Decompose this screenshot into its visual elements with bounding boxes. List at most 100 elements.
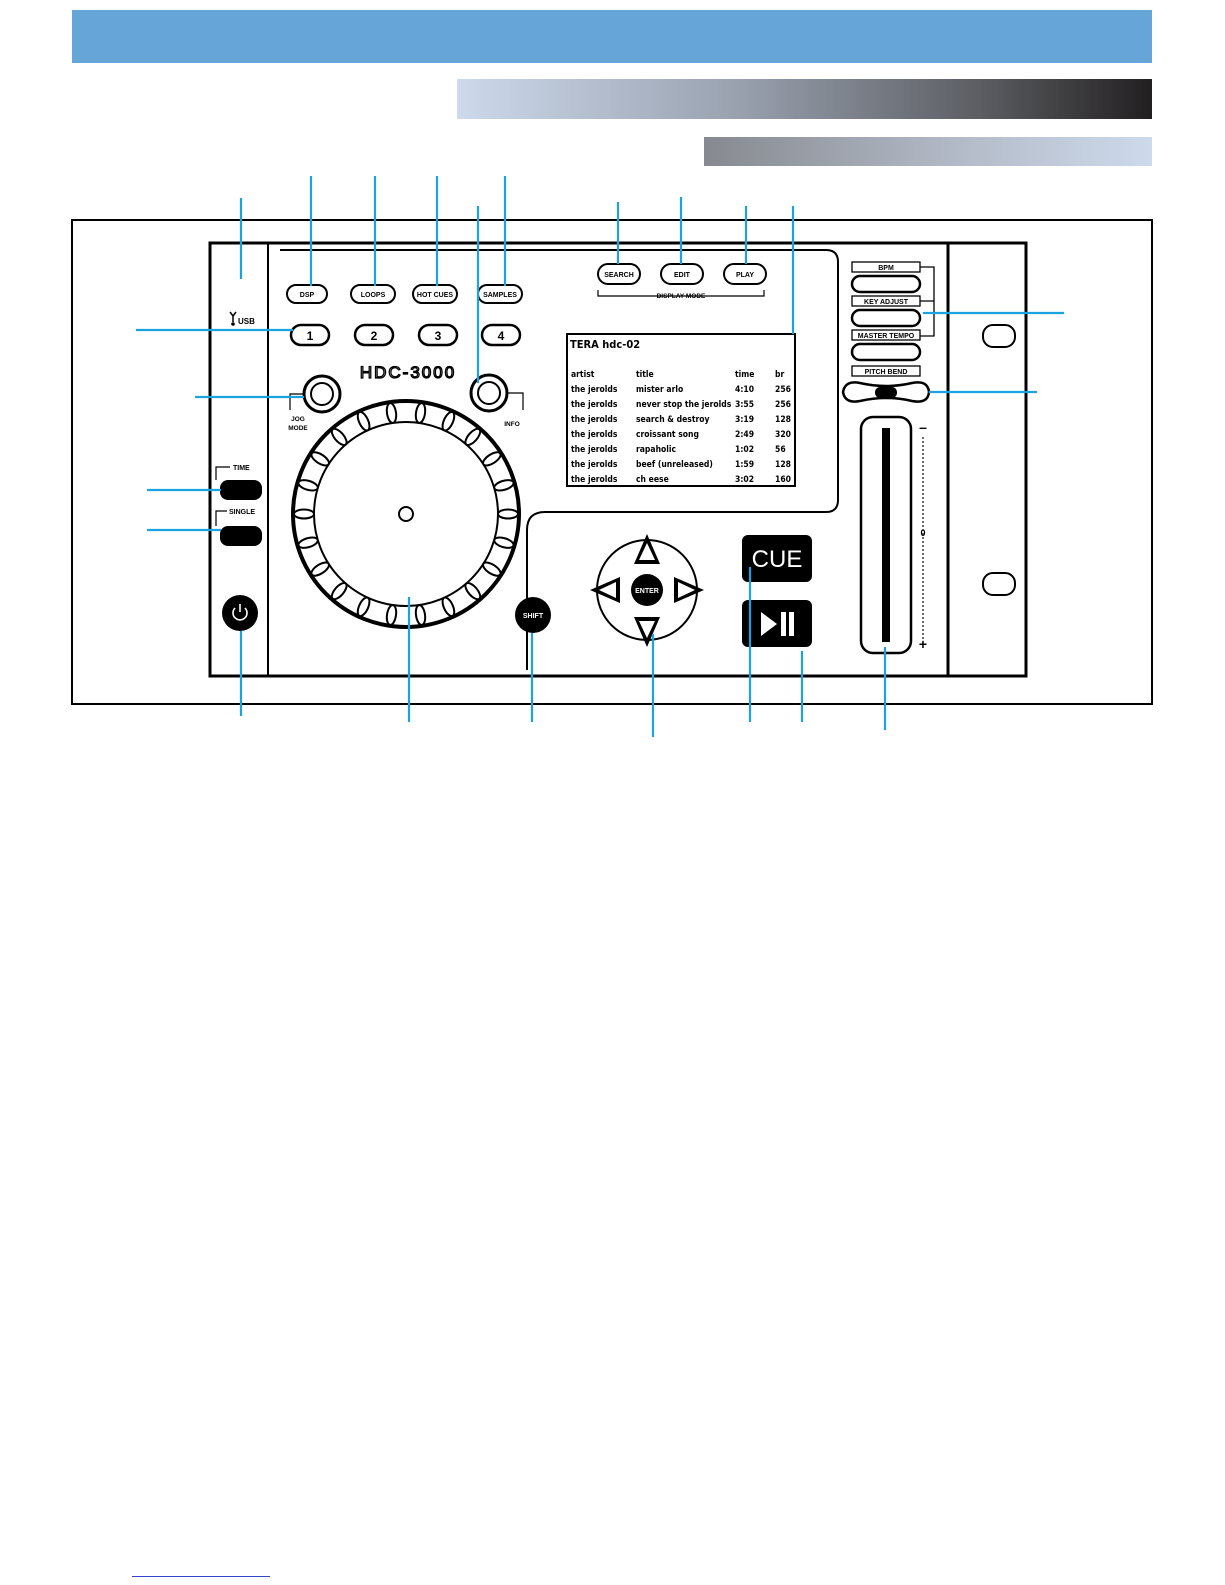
single-bracket (215, 510, 227, 526)
nav-up-button[interactable] (634, 534, 660, 564)
pitch-scale-dot (922, 605, 924, 607)
pitch-scale-dot (922, 465, 924, 467)
pitch-scale-dot (922, 601, 924, 603)
time-button[interactable] (220, 480, 262, 500)
shift-button[interactable]: SHIFT (515, 597, 551, 633)
display-cell: 320 (775, 430, 791, 440)
jog-grip-bump (414, 604, 427, 626)
jog-wheel[interactable] (291, 399, 521, 629)
display-cell: never stop the jerolds (636, 400, 732, 410)
loops-button[interactable]: LOOPS (350, 284, 396, 304)
svg-text:SHIFT: SHIFT (523, 613, 544, 620)
search-button[interactable]: SEARCH (597, 263, 641, 285)
hot-cues-button[interactable]: HOT CUES (412, 284, 458, 304)
jog-grip-bump (441, 596, 456, 618)
pitch-scale-dot (922, 637, 924, 639)
display-cell: the jerolds (571, 400, 618, 410)
pitch-bend-label-box: PITCH BEND (851, 365, 921, 377)
bpm-button[interactable] (850, 274, 922, 294)
display-cell: search & destroy (636, 415, 710, 425)
power-button[interactable] (222, 595, 258, 631)
key-adjust-button[interactable] (850, 308, 922, 328)
pitch-plus-label: + (919, 636, 927, 652)
svg-text:MASTER TEMPO: MASTER TEMPO (858, 333, 915, 340)
nav-down-button[interactable] (634, 617, 660, 647)
jog-mode-button[interactable] (302, 374, 342, 414)
display-cell: rapaholic (636, 445, 677, 455)
pitch-slider[interactable] (859, 415, 913, 655)
svg-text:HOT CUES: HOT CUES (417, 292, 454, 299)
header-bar (72, 10, 1152, 63)
svg-text:PITCH BEND: PITCH BEND (865, 369, 908, 376)
jog-grip-bump (330, 581, 348, 601)
pitch-scale-dot (922, 525, 924, 527)
pitch-scale-dot (922, 501, 924, 503)
svg-text:PLAY: PLAY (736, 272, 754, 279)
diagram-frame (71, 219, 1153, 705)
pitch-scale (922, 437, 924, 639)
play-mode-button[interactable]: PLAY (723, 263, 767, 285)
display-cell: the jerolds (571, 415, 618, 425)
display-title: TERA hdc-02 (570, 338, 640, 351)
jog-grip-bump (330, 427, 348, 447)
gradient-band-light (704, 137, 1152, 166)
display-cell: 128 (775, 415, 791, 425)
display-mode-bracket (597, 290, 765, 297)
pitch-scale-dot (922, 537, 924, 539)
master-tempo-label-box: MASTER TEMPO (851, 329, 921, 341)
nav-left-button[interactable] (590, 577, 620, 603)
jog-grip-bump (414, 402, 427, 424)
pitch-scale-dot (922, 593, 924, 595)
svg-text:SAMPLES: SAMPLES (483, 292, 517, 299)
jog-mode-label-1: JOG (291, 416, 305, 423)
info-knob[interactable] (469, 373, 509, 413)
callout-lines (136, 176, 1064, 737)
cue-point-4-button[interactable]: 4 (480, 323, 522, 347)
single-button[interactable] (220, 526, 262, 546)
play-pause-button[interactable] (742, 600, 812, 647)
pitch-scale-dot (922, 557, 924, 559)
nav-right-button[interactable] (674, 577, 704, 603)
key-adjust-label-box: KEY ADJUST (851, 295, 921, 307)
pitch-scale-dot (922, 473, 924, 475)
pitch-scale-dot (922, 609, 924, 611)
tempo-group-bracket (920, 266, 935, 337)
pitch-bend-rocker[interactable] (841, 381, 931, 403)
display-cell: the jerolds (571, 430, 618, 440)
display-cell: the jerolds (571, 445, 618, 455)
pitch-scale-dot (922, 509, 924, 511)
pitch-scale-dot (922, 577, 924, 579)
edit-button[interactable]: EDIT (660, 263, 704, 285)
svg-text:DSP: DSP (300, 292, 315, 299)
jog-grip-bump (297, 536, 319, 549)
power-icon (232, 604, 248, 621)
pitch-scale-dot (922, 505, 924, 507)
display-cell: 1:02 (735, 445, 754, 455)
rack-hole-bottom (982, 572, 1016, 596)
navigation-pad: ENTER (590, 534, 704, 647)
pitch-scale-dot (922, 493, 924, 495)
display-cell: the jerolds (571, 460, 618, 470)
samples-button[interactable]: SAMPLES (477, 284, 523, 304)
dsp-button[interactable]: DSP (286, 284, 328, 304)
pitch-scale-dot (922, 613, 924, 615)
pitch-scale-dot (922, 561, 924, 563)
pitch-scale-dot (922, 469, 924, 471)
enter-button[interactable]: ENTER (631, 574, 663, 606)
cue-point-2-button[interactable]: 2 (353, 323, 395, 347)
display-cell: beef (unreleased) (636, 460, 713, 470)
pitch-scale-dot (922, 533, 924, 535)
display-header-br: br (775, 370, 784, 380)
master-tempo-button[interactable] (850, 342, 922, 362)
pitch-scale-dot (922, 485, 924, 487)
cue-point-3-button[interactable]: 3 (417, 323, 459, 347)
bpm-label-box: BPM (851, 261, 921, 273)
svg-text:4: 4 (498, 329, 505, 343)
jog-grip-bump (385, 604, 398, 626)
display-cell: mister arlo (636, 385, 683, 395)
cue-point-1-button[interactable]: 1 (289, 323, 331, 347)
info-label: INFO (504, 421, 520, 428)
pitch-scale-dot (922, 585, 924, 587)
cue-button[interactable]: CUE (742, 535, 812, 582)
pitch-scale-dot (922, 629, 924, 631)
